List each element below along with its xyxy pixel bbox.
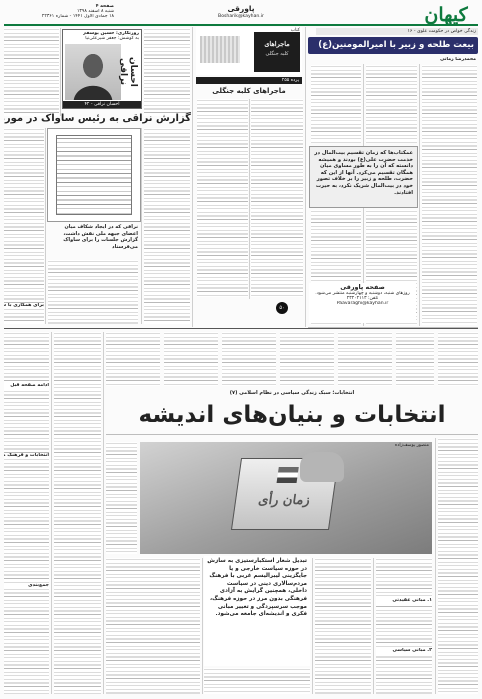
- column-rule: [419, 64, 420, 326]
- upper-text: [396, 332, 434, 386]
- section-title: پاورقی: [227, 4, 255, 13]
- byline-name: روزنگاری: حسین یوسفی‌نژاد: [83, 31, 139, 36]
- flag-icon: [276, 467, 299, 483]
- election-subhead: ۲. مبانی سیاسی: [376, 648, 432, 654]
- election-pull-quote: تبدیل شعار استکبارستیزی به سازش در حوزه …: [204, 556, 310, 666]
- issue-info: صفحه ۴ شنبه ۸ اسفند ۱۳۹۸ ۱۸ جمادی الاول …: [4, 4, 114, 20]
- left-text: [4, 332, 49, 694]
- document-caption: نراقی که در ایجاد شکاف میان اعضای جبهه م…: [63, 224, 138, 250]
- savak-text: [144, 28, 190, 116]
- headline-rule: [106, 434, 478, 435]
- masthead-rule: [4, 24, 478, 26]
- election-text: [204, 668, 310, 694]
- left-subhead: انتخابات و فرهنگ مشارکت: [4, 453, 49, 459]
- episode-number-badge: ۵۰: [276, 302, 288, 314]
- election-text: [438, 438, 478, 694]
- column-rule: [202, 558, 203, 694]
- issue-line: ۱۸ جمادی الاول ۱۴۴۱ - شماره ۲۲۳۶۱: [41, 14, 114, 20]
- left-text: [54, 332, 101, 694]
- page-divider: [4, 328, 478, 329]
- book-text: [197, 99, 248, 297]
- issue-line: شنبه ۸ اسفند ۱۳۹۸: [76, 9, 114, 15]
- book-promo: کتاب ماجراهای کلبه جنگلی: [196, 27, 302, 75]
- book-cover-sub: کلبه جنگلی: [265, 51, 289, 57]
- photo-caption: احسان نراقی - ۴۲: [63, 101, 141, 108]
- book-header-label: کتاب: [290, 28, 300, 33]
- author-photo: روزنگاری: حسین یوسفی‌نژاد به کوشش: جعفر …: [62, 29, 142, 109]
- document-page: [56, 135, 132, 215]
- election-subhead: ۱. مبانی عقیدتی: [376, 598, 432, 604]
- savak-subhead: برای همکاری با ساواک: [4, 303, 44, 309]
- vertical-title: احسان نراقی: [118, 57, 138, 87]
- column-rule: [305, 27, 306, 327]
- savak-headline: گزارش نراقی به رئیس ساواک در مورد جلسات …: [4, 113, 191, 124]
- election-headline: انتخابات و بنیان‌های اندیشه: [138, 402, 446, 428]
- pull-quote-text: عمکتاب‌ها که زمان تقسیم بیت‌المال در خدم…: [314, 150, 413, 196]
- book-cover-title: ماجراهای: [264, 40, 290, 48]
- column-rule: [51, 332, 52, 694]
- election-text: [106, 442, 137, 554]
- logo-text: کیهان: [424, 4, 468, 26]
- issue-line: صفحه ۴: [95, 4, 114, 9]
- column-rule: [45, 128, 46, 324]
- byline-sub: به کوشش: جعفر شیرعلی‌نیا: [85, 36, 139, 42]
- savak-text: [4, 128, 44, 324]
- column-rule: [103, 332, 104, 694]
- savak-text: [48, 260, 138, 324]
- election-byline: منصور یوسف‌زاده: [394, 443, 429, 448]
- column-rule: [192, 27, 193, 327]
- election-text: [106, 558, 200, 694]
- voting-hand: [300, 452, 344, 482]
- upper-text: [280, 332, 334, 386]
- serial-text: [422, 65, 477, 325]
- book-cover: ماجراهای کلبه جنگلی: [254, 32, 300, 72]
- author-byline: روزنگاری: حسین یوسفی‌نژاد به کوشش: جعفر …: [83, 31, 139, 41]
- section-rule: [308, 327, 478, 328]
- site-address: Bosharik@kayhan.ir: [218, 14, 264, 19]
- portrait-image: [65, 44, 121, 100]
- page-info-box: صفحه پاورقی روزهای شنبه، دوشنبه و چهارشن…: [309, 283, 416, 323]
- left-subhead: ادامه صفحه قبل: [4, 383, 49, 389]
- page-info-phone: تلفن: ۲۳۲۰۲۱۱۳: [346, 296, 379, 302]
- savak-text: [4, 28, 59, 116]
- upper-text: [438, 332, 478, 386]
- book-text: [251, 99, 303, 297]
- ballot-text: زمان رأی: [257, 493, 311, 508]
- column-rule: [373, 558, 374, 694]
- column-rule: [312, 558, 313, 694]
- serial-text: [366, 65, 417, 143]
- serial-text: [311, 65, 361, 143]
- book-cover-2: [200, 36, 240, 63]
- savak-text: [144, 128, 190, 324]
- document-scan: [47, 128, 141, 222]
- page-info-line: روزهای شنبه، دوشنبه و چهارشنبه منتشر می‌…: [315, 291, 410, 296]
- upper-text: [338, 332, 392, 386]
- column-rule: [60, 28, 61, 116]
- serial-byline: محمدرضا زمانی: [440, 57, 476, 62]
- upper-text: [164, 332, 218, 386]
- election-photo: منصور یوسف‌زاده زمان رأی: [140, 442, 432, 554]
- election-kicker: انتخابات؛ سبک زندگی سیاسی در نظام اسلامی…: [229, 390, 355, 396]
- column-rule: [141, 128, 142, 324]
- page-info-title: صفحه پاورقی: [340, 283, 385, 291]
- page-info-email: Paavaraghi@kayhan.ir: [336, 301, 389, 307]
- pull-quote-text: تبدیل شعار استکبارستیزی به سازش در حوزه …: [207, 558, 307, 618]
- election-text: [376, 558, 432, 694]
- upper-text: [106, 332, 160, 386]
- left-subhead: جمع‌بندی: [4, 583, 49, 589]
- column-rule: [435, 438, 436, 694]
- book-title: ماجراهای کلبه جنگلی: [212, 87, 286, 95]
- serial-kicker: زندگی خواص در حکومت علوی - ۱۶: [316, 28, 478, 35]
- episode-bar: پرده ۲۵۵: [196, 77, 302, 84]
- election-text: [315, 558, 371, 694]
- column-rule: [249, 99, 250, 299]
- serial-pull-quote: عمکتاب‌ها که زمان تقسیم بیت‌المال در خدم…: [309, 146, 418, 208]
- logo: کیهان: [414, 4, 478, 30]
- serial-title: بیعت طلحه و زبیر با امیرالمومنین(ع): [308, 37, 478, 54]
- upper-text: [222, 332, 276, 386]
